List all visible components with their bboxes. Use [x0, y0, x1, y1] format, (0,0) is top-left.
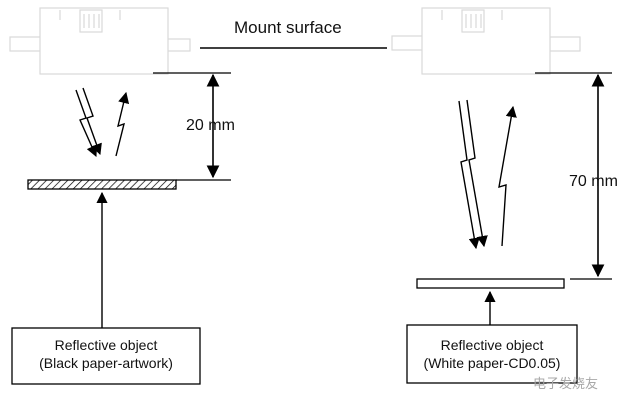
right-object-label: Reflective object (White paper-CD0.05)	[409, 336, 575, 372]
right-reflected-ray	[498, 105, 517, 247]
left-distance-label: 20 mm	[186, 117, 235, 134]
watermark: 电子发烧友	[533, 377, 599, 392]
left-sensor	[9, 7, 191, 75]
left-object-label: Reflective object (Black paper-artwork)	[14, 336, 198, 372]
left-reflected-ray	[115, 91, 130, 157]
right-distance-label: 70 mm	[569, 173, 618, 190]
right-object-label-line1: Reflective object	[440, 337, 544, 353]
left-object-label-line1: Reflective object	[54, 337, 158, 353]
left-emitted-rays	[75, 87, 102, 158]
left-object-label-line2: (Black paper-artwork)	[39, 355, 173, 371]
right-reflective-object-white	[416, 278, 565, 289]
left-reflective-object-black	[27, 179, 177, 190]
right-sensor	[391, 7, 581, 75]
right-object-label-line2: (White paper-CD0.05)	[423, 355, 561, 371]
right-emitted-rays	[458, 99, 488, 250]
left-object-label-box	[11, 327, 201, 385]
mount-surface-label: Mount surface	[234, 18, 342, 37]
right-object-label-box	[406, 324, 578, 384]
